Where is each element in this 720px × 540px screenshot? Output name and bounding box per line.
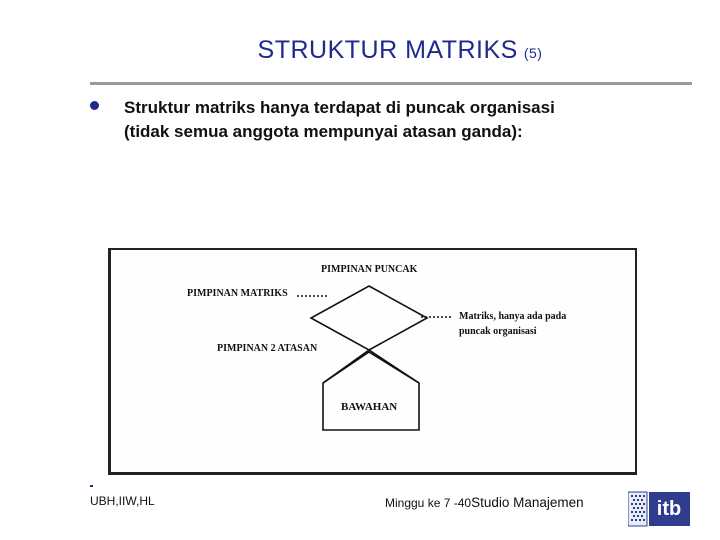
label-two-bosses: PIMPINAN 2 ATASAN: [217, 343, 318, 354]
footer-marker: [90, 485, 93, 487]
note-line-1: Matriks, hanya ada pada: [459, 311, 567, 322]
bottom-box-shape: [322, 351, 420, 431]
title-divider: [90, 82, 692, 85]
figure-diagram: [297, 285, 451, 431]
footer-course-name: Studio Manajemen: [471, 495, 584, 510]
slide-title: STRUKTUR MATRIKS (5): [0, 36, 720, 65]
footer-course: Minggu ke 7 -40Studio Manajemen: [385, 495, 584, 510]
itb-logo-text: itb: [657, 498, 681, 520]
label-top-leader: PIMPINAN PUNCAK: [321, 264, 418, 275]
footer-authors: UBH,IIW,HL: [90, 494, 155, 508]
footer-week: Minggu ke 7 -40: [385, 496, 472, 510]
label-matrix-leader: PIMPINAN MATRIKS: [187, 288, 288, 299]
itb-logo: itb: [627, 491, 690, 527]
note-line-2: puncak organisasi: [459, 326, 537, 337]
bullet-icon: [90, 101, 99, 110]
slide-title-sub: (5): [523, 45, 543, 61]
bullet-line-2: (tidak semua anggota mempunyai atasan ga…: [124, 122, 523, 141]
bullet-text: Struktur matriks hanya terdapat di punca…: [124, 96, 684, 144]
label-subordinate: BAWAHAN: [341, 401, 398, 413]
matrix-structure-figure: PIMPINAN PUNCAK PIMPINAN MATRIKS PIMPINA…: [108, 248, 637, 475]
top-diamond-shape: [309, 285, 429, 351]
itb-logo-icon: itb: [627, 491, 690, 527]
slide-title-main: STRUKTUR MATRIKS: [257, 36, 518, 64]
bullet-line-1: Struktur matriks hanya terdapat di punca…: [124, 98, 555, 117]
